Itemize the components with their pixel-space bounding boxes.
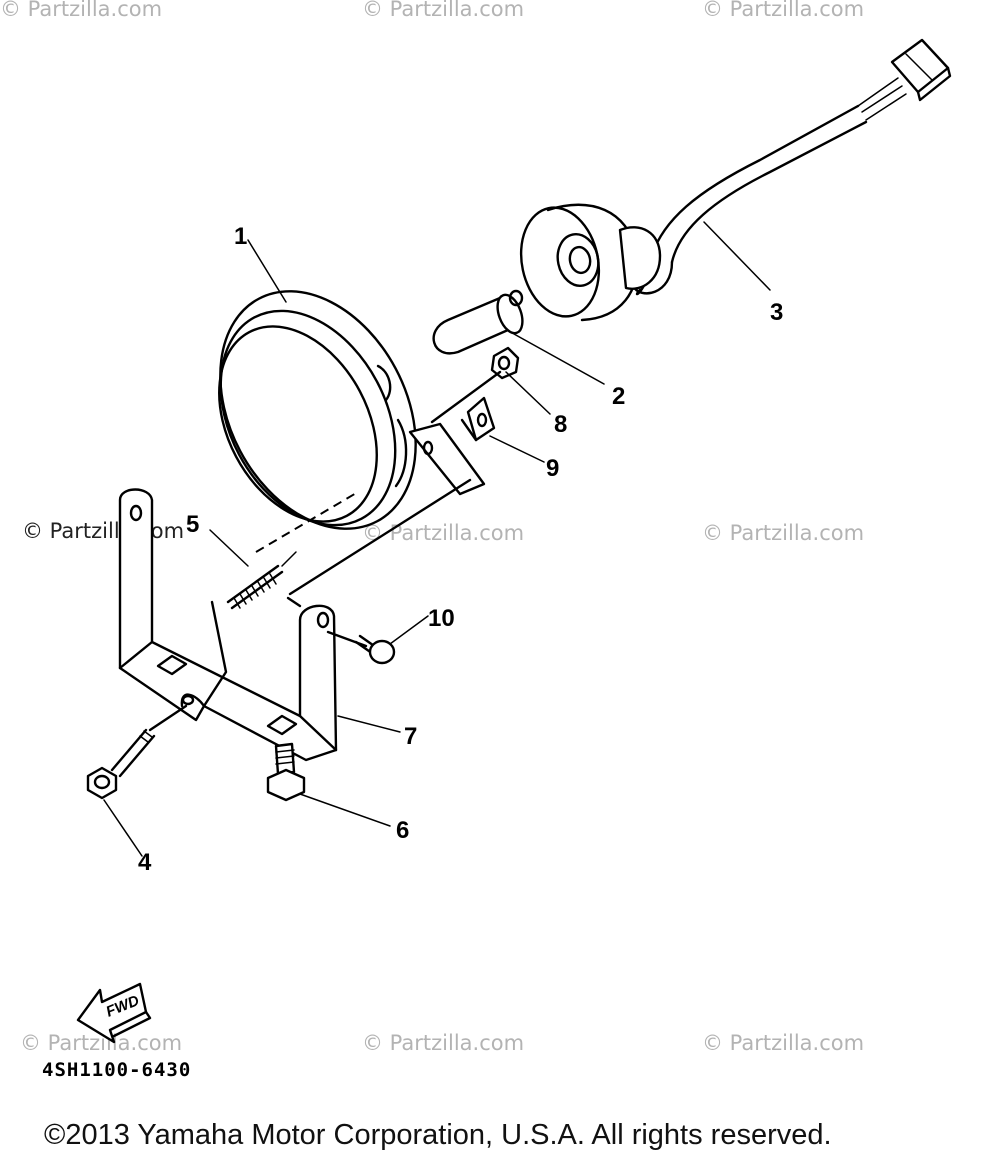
bulb-part-2 <box>432 289 524 355</box>
part-code: 4SH1100-6430 <box>42 1059 191 1081</box>
bolt-part-6 <box>266 742 306 802</box>
leader-lines <box>103 221 771 857</box>
copyright-notice: ©2013 Yamaha Motor Corporation, U.S.A. A… <box>44 1119 832 1151</box>
watermark: © Partzilla.com <box>22 519 184 543</box>
mounting-tab <box>408 370 502 496</box>
watermark: © Partzilla.com <box>702 521 864 545</box>
watermark: © Partzilla.com <box>362 1031 524 1055</box>
watermark: © Partzilla.com <box>702 0 864 21</box>
callout-7: 7 <box>404 723 417 750</box>
nut-part-8 <box>490 346 520 380</box>
watermark: © Partzilla.com <box>362 0 524 21</box>
callout-10: 10 <box>428 605 455 632</box>
screw-part-10 <box>326 630 396 665</box>
callout-1: 1 <box>234 223 247 250</box>
bracket-part-7 <box>118 478 472 762</box>
callout-9: 9 <box>546 455 559 482</box>
callout-8: 8 <box>554 411 567 438</box>
watermark: © Partzilla.com <box>0 0 162 21</box>
callout-5: 5 <box>186 511 199 538</box>
callout-6: 6 <box>396 817 409 844</box>
wire-harness-part-3 <box>631 38 952 296</box>
callout-2: 2 <box>612 383 625 410</box>
bolt-part-4 <box>86 704 188 800</box>
clip-part-9 <box>460 396 496 442</box>
callout-4: 4 <box>138 849 152 876</box>
bulb-socket <box>519 203 662 322</box>
watermark: © Partzilla.com <box>362 521 524 545</box>
alignment-dash <box>255 491 359 553</box>
spring-part-5 <box>226 551 297 610</box>
headlight-part-1 <box>218 290 417 530</box>
callout-3: 3 <box>770 299 783 326</box>
watermark: © Partzilla.com <box>702 1031 864 1055</box>
